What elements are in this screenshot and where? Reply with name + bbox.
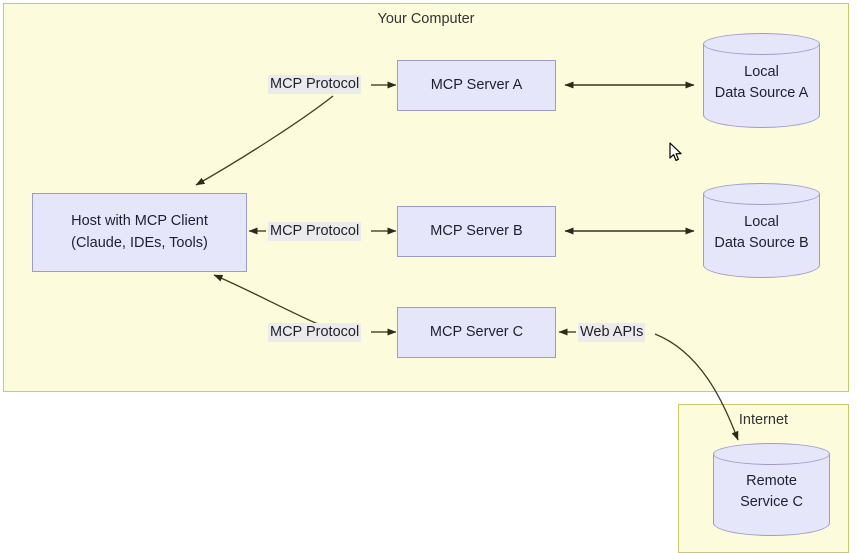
node-mcp-server-c[interactable]: MCP Server C bbox=[397, 307, 556, 358]
datasource-a-label-line1: Local bbox=[744, 63, 779, 80]
node-mcp-server-b[interactable]: MCP Server B bbox=[397, 206, 556, 257]
node-host-with-mcp-client[interactable]: Host with MCP Client (Claude, IDEs, Tool… bbox=[32, 193, 247, 272]
remote-service-c-label-line1: Remote bbox=[746, 472, 797, 489]
server-b-label: MCP Server B bbox=[430, 222, 523, 239]
server-c-label: MCP Server C bbox=[429, 323, 524, 340]
cylinder-body bbox=[703, 44, 820, 128]
server-a-label: MCP Server A bbox=[430, 76, 523, 93]
remote-service-c-label-line2: Service C bbox=[740, 494, 803, 511]
edge-label-web-apis: Web APIs bbox=[578, 323, 646, 342]
container-your-computer-title: Your Computer bbox=[377, 11, 475, 27]
cylinder-top-ellipse bbox=[703, 183, 820, 205]
node-local-data-source-b[interactable]: Local Data Source B bbox=[703, 183, 820, 278]
container-internet-title: Internet bbox=[738, 412, 789, 428]
datasource-b-label: Local Data Source B bbox=[703, 211, 820, 255]
edge-label-mcp-protocol-a: MCP Protocol bbox=[268, 75, 362, 94]
datasource-a-label-line2: Data Source A bbox=[714, 85, 809, 102]
cylinder-body bbox=[703, 194, 820, 278]
host-label-line1: Host with MCP Client bbox=[71, 213, 208, 230]
remote-service-c-label: Remote Service C bbox=[713, 470, 830, 514]
datasource-b-label-line2: Data Source B bbox=[714, 235, 809, 252]
edge-label-mcp-protocol-c: MCP Protocol bbox=[268, 323, 362, 342]
node-mcp-server-a[interactable]: MCP Server A bbox=[397, 60, 556, 111]
cylinder-top-ellipse bbox=[713, 443, 830, 465]
node-local-data-source-a[interactable]: Local Data Source A bbox=[703, 33, 820, 128]
node-remote-service-c[interactable]: Remote Service C bbox=[713, 443, 830, 536]
edge-label-mcp-protocol-b: MCP Protocol bbox=[268, 222, 362, 241]
datasource-b-label-line1: Local bbox=[744, 213, 779, 230]
mouse-cursor-icon bbox=[669, 142, 682, 161]
host-label-line2: (Claude, IDEs, Tools) bbox=[71, 234, 208, 251]
cylinder-top-ellipse bbox=[703, 33, 820, 55]
datasource-a-label: Local Data Source A bbox=[703, 61, 820, 105]
cylinder-body bbox=[713, 454, 830, 536]
